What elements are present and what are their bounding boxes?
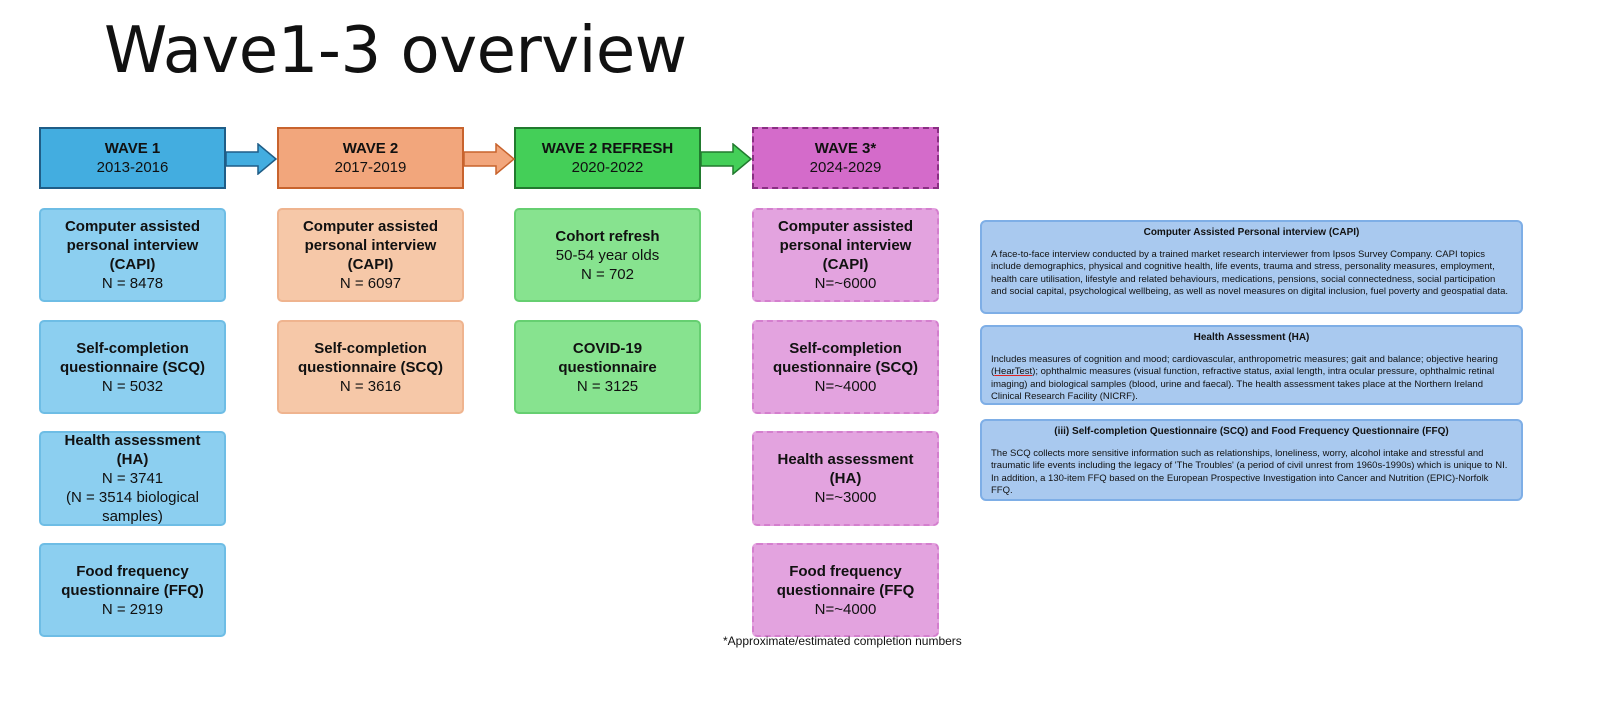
wave-2-refresh-years: 2020-2022: [571, 159, 644, 176]
box-count: N = 3125: [576, 377, 639, 395]
heartest-link: HearTest: [994, 366, 1033, 378]
wave-3-scq-box: Self-completion questionnaire (SCQ) N=~4…: [752, 320, 939, 414]
box-note: (N = 3514 biological samples): [65, 489, 199, 525]
wave-3-years: 2024-2029: [809, 159, 882, 176]
box-heading: Cohort refresh: [555, 227, 660, 245]
wave-1-scq-box: Self-completion questionnaire (SCQ) N = …: [39, 320, 226, 414]
footnote: *Approximate/estimated completion number…: [723, 634, 962, 648]
wave-1-years: 2013-2016: [96, 159, 169, 176]
wave-3-ffq-box: Food frequency questionnaire (FFQ N=~400…: [752, 543, 939, 637]
wave-2-years: 2017-2019: [334, 159, 407, 176]
box-count: N = 3616: [339, 377, 402, 395]
ha-info-panel: Health Assessment (HA) Includes measures…: [980, 325, 1523, 405]
wave-2-name: WAVE 2: [342, 140, 399, 157]
wave-3-header: WAVE 3* 2024-2029: [752, 127, 939, 189]
info-panel-title: (iii) Self-completion Questionnaire (SCQ…: [1054, 426, 1449, 437]
box-heading: Food frequency questionnaire (FFQ): [61, 562, 204, 599]
box-heading: Self-completion questionnaire (SCQ): [772, 339, 918, 376]
wave-2-refresh-name: WAVE 2 REFRESH: [541, 140, 674, 157]
info-panel-title: Computer Assisted Personal interview (CA…: [1143, 227, 1360, 238]
page-title: Wave1-3 overview: [104, 14, 687, 88]
wave-2-scq-box: Self-completion questionnaire (SCQ) N = …: [277, 320, 464, 414]
wave-2-refresh-cohort-box: Cohort refresh 50-54 year olds N = 702: [514, 208, 701, 302]
arrow-right-icon: [464, 143, 516, 175]
box-count: N=~6000: [814, 275, 877, 292]
info-panel-body: The SCQ collects more sensitive informat…: [991, 448, 1508, 496]
arrow-right-icon: [226, 143, 278, 175]
wave-2-header: WAVE 2 2017-2019: [277, 127, 464, 189]
wave-2-refresh-header: WAVE 2 REFRESH 2020-2022: [514, 127, 701, 189]
wave-1-name: WAVE 1: [104, 140, 161, 157]
wave-3-ha-box: Health assessment (HA) N=~3000: [752, 431, 939, 526]
box-heading: Computer assisted personal interview (CA…: [302, 218, 439, 273]
info-panel-body: A face-to-face interview conducted by a …: [991, 249, 1508, 297]
box-count: N = 5032: [101, 377, 164, 395]
info-body-text: ); ophthalmic measures (visual function,…: [991, 366, 1495, 402]
box-heading: Health assessment (HA): [777, 451, 914, 487]
wave-1-capi-box: Computer assisted personal interview (CA…: [39, 208, 226, 302]
wave-2-capi-box: Computer assisted personal interview (CA…: [277, 208, 464, 302]
wave-1-header: WAVE 1 2013-2016: [39, 127, 226, 189]
box-heading: COVID-19 questionnaire: [558, 339, 657, 376]
box-heading: Computer assisted personal interview (CA…: [64, 218, 201, 273]
box-count: N = 8478: [101, 275, 164, 292]
box-count: N = 2919: [101, 600, 164, 618]
wave-1-ha-box: Health assessment (HA) N = 3741 (N = 351…: [39, 431, 226, 526]
wave-3-capi-box: Computer assisted personal interview (CA…: [752, 208, 939, 302]
box-heading: Computer assisted personal interview (CA…: [777, 218, 914, 273]
capi-info-panel: Computer Assisted Personal interview (CA…: [980, 220, 1523, 314]
box-count: N=~4000: [814, 600, 877, 618]
wave-1-ffq-box: Food frequency questionnaire (FFQ) N = 2…: [39, 543, 226, 637]
info-panel-body: Includes measures of cognition and mood;…: [991, 354, 1512, 403]
box-count: N = 6097: [339, 275, 402, 292]
info-body-text: Includes measures of cognition and mood;…: [991, 354, 1498, 378]
box-heading: Health assessment (HA): [64, 432, 201, 468]
wave-2-refresh-covid-box: COVID-19 questionnaire N = 3125: [514, 320, 701, 414]
arrow-right-icon: [701, 143, 753, 175]
box-heading: Food frequency questionnaire (FFQ: [776, 562, 915, 599]
box-detail: 50-54 year olds: [555, 246, 660, 264]
wave-3-name: WAVE 3*: [814, 140, 877, 157]
scq-ffq-info-panel: (iii) Self-completion Questionnaire (SCQ…: [980, 419, 1523, 501]
box-count: N = 3741: [101, 470, 164, 487]
box-count: N = 702: [581, 265, 634, 283]
box-heading: Self-completion questionnaire (SCQ): [59, 339, 205, 376]
box-count: N=~4000: [814, 377, 877, 395]
info-panel-title: Health Assessment (HA): [1193, 332, 1310, 343]
box-heading: Self-completion questionnaire (SCQ): [297, 339, 443, 376]
box-count: N=~3000: [814, 489, 877, 506]
